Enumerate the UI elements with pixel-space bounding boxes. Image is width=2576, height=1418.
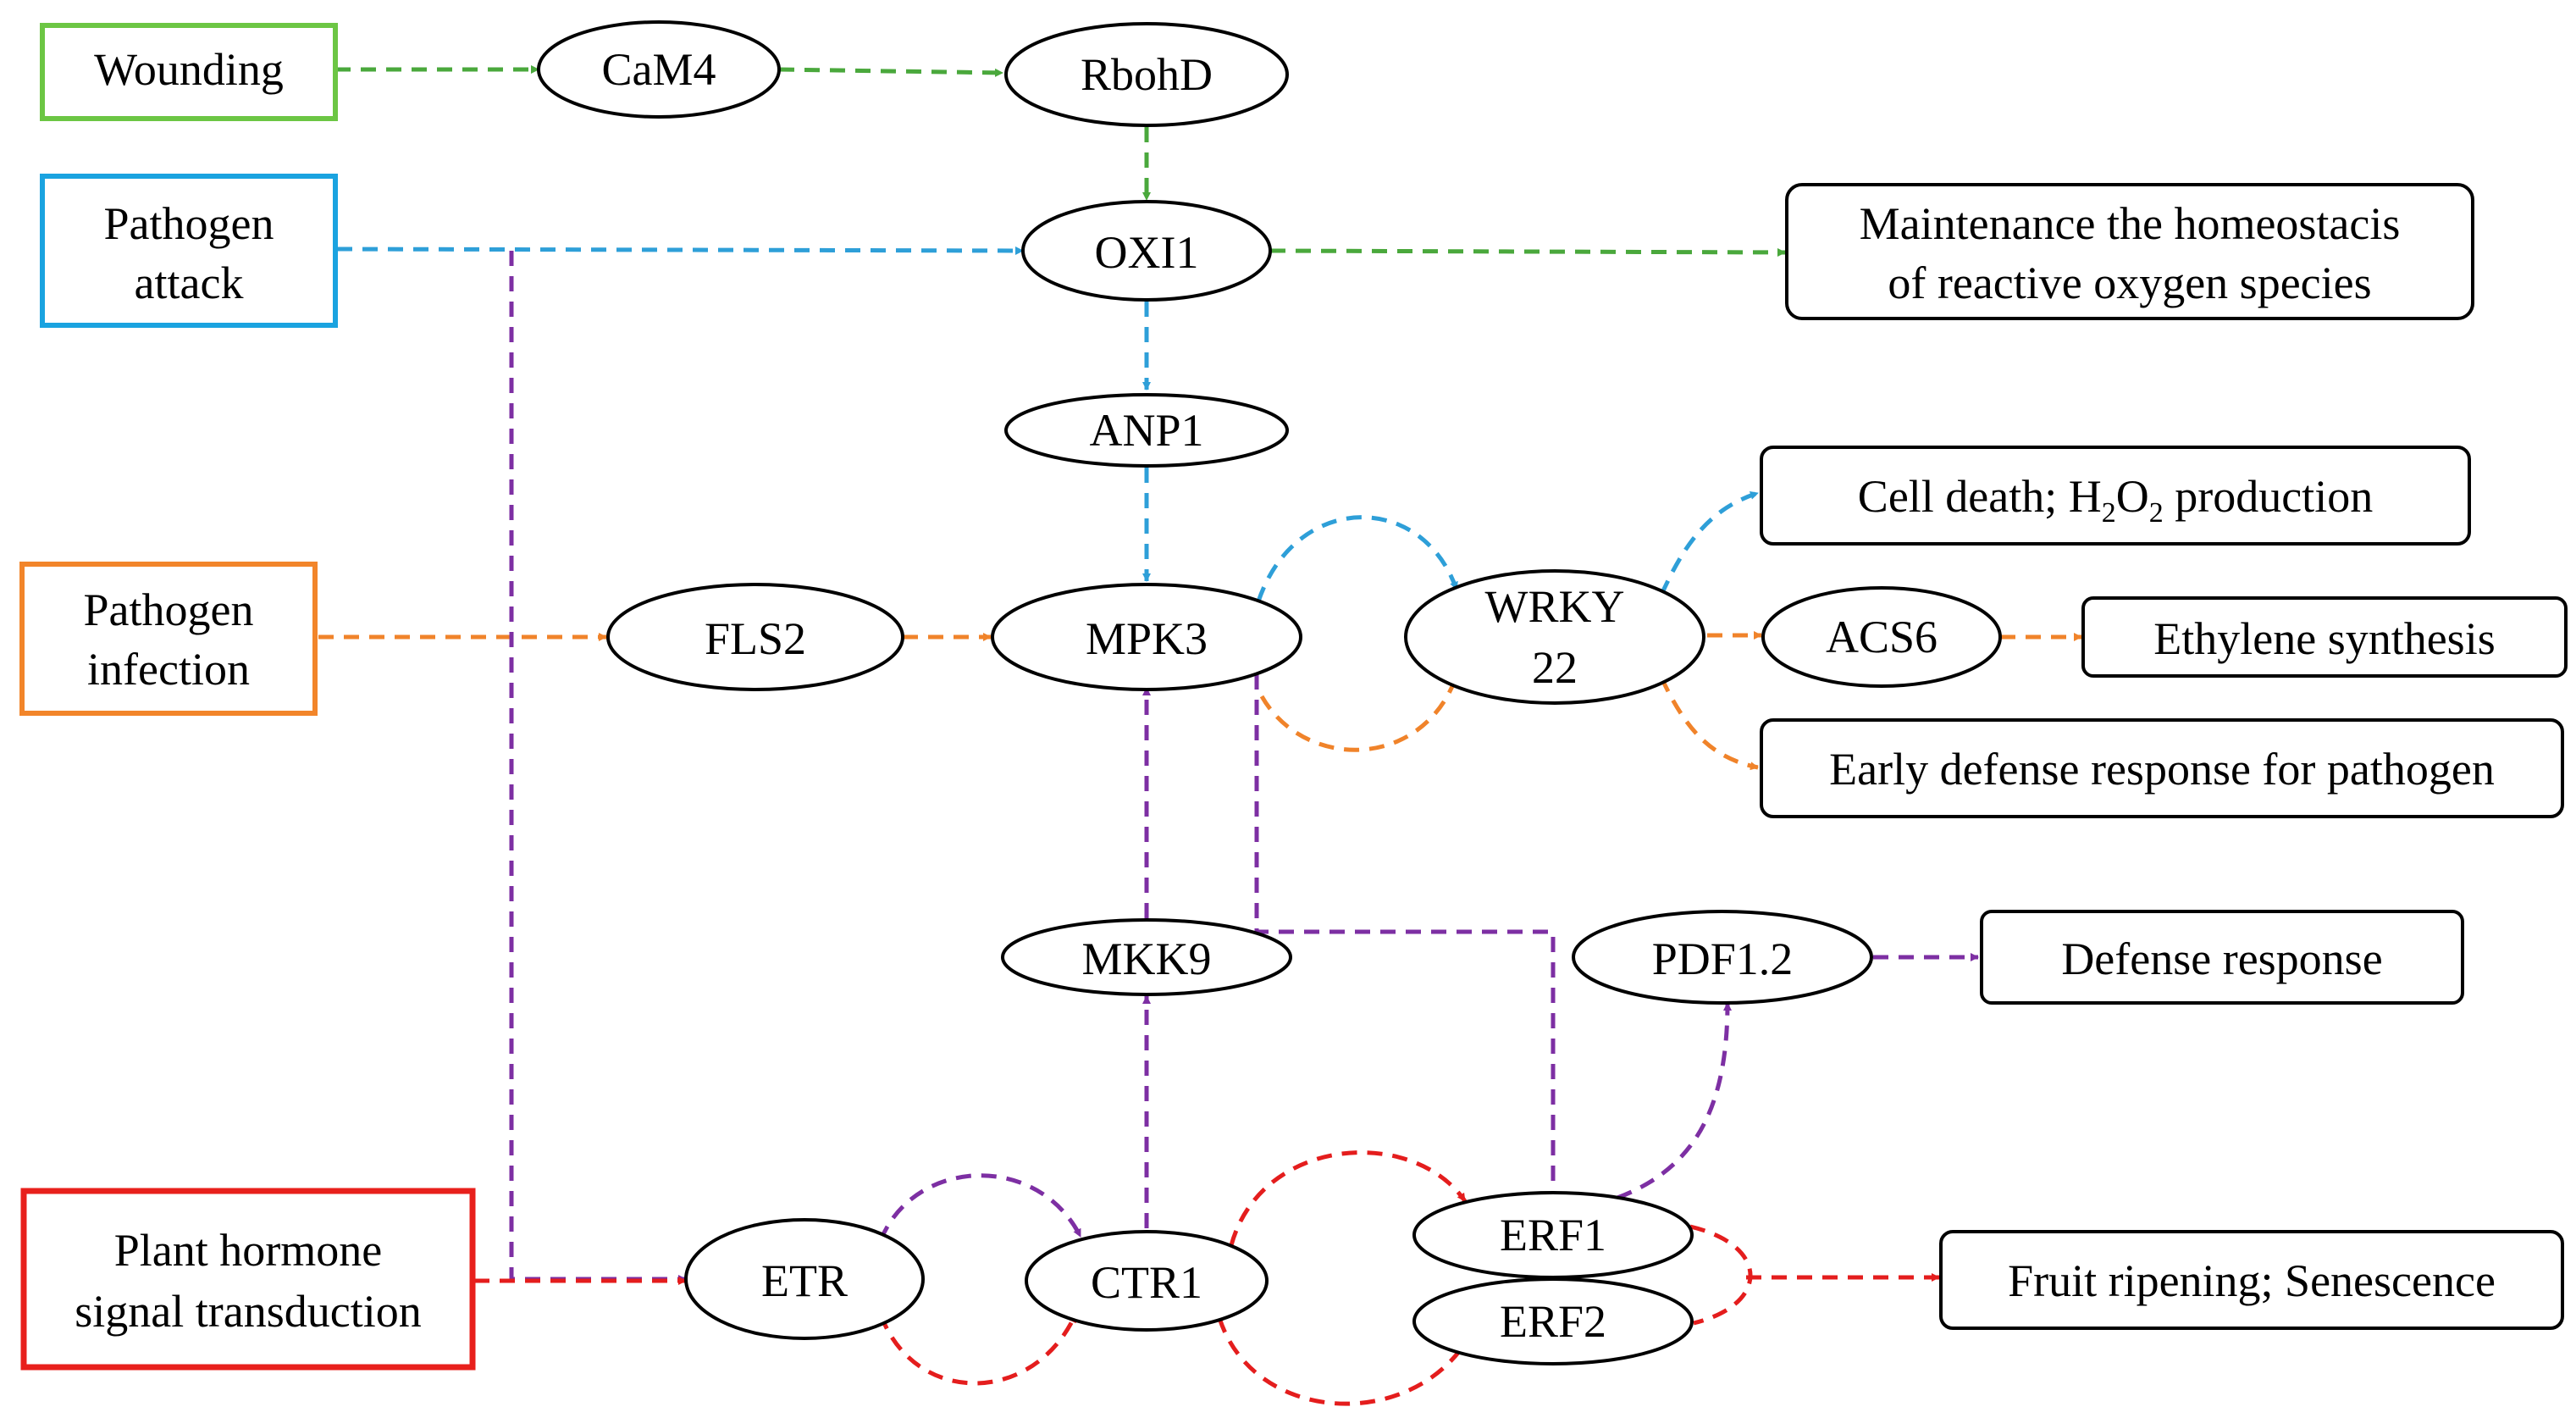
outcome-ros-line2: of reactive oxygen species — [1888, 258, 2371, 308]
node-mpk3-label: MPK3 — [1086, 613, 1208, 664]
node-rbohd — [1004, 22, 1289, 127]
node-oxi1 — [1021, 200, 1272, 302]
node-ctr1-label: CTR1 — [1091, 1257, 1202, 1308]
node-wrky22-label-line2: 22 — [1532, 642, 1578, 693]
outcome-defense-label: Defense response — [2061, 933, 2382, 984]
arrow-mpk3-wrky22-bottom — [1259, 675, 1459, 752]
arrow-pathogen-attack-oxi1 — [336, 246, 1024, 255]
stimulus-pathogen-infection-line2: infection — [87, 644, 250, 695]
arrow-wrky22-earlydefense — [1659, 676, 1759, 771]
node-anp1 — [1004, 393, 1289, 468]
outcome-cell-death-label: Cell death; H2O2 production — [1858, 471, 2373, 529]
node-etr-label: ETR — [761, 1255, 848, 1306]
arrow-oxi1-ros — [1269, 247, 1786, 257]
node-acs6 — [1761, 586, 2002, 688]
outcome-early-defense-box — [1760, 718, 2564, 818]
arrow-cam4-rbohd — [778, 67, 1003, 77]
node-etr — [684, 1218, 925, 1340]
stimulus-plant-hormone-line2: signal transduction — [75, 1286, 421, 1337]
arrow-mpk3-erf1 — [1254, 674, 1557, 1204]
outcome-ethylene-box — [2081, 596, 2568, 678]
stimulus-pathogen-attack: Pathogen attack — [40, 174, 338, 328]
node-wrky22 — [1404, 569, 1705, 705]
node-fls2 — [606, 583, 904, 691]
node-pdf12-label: PDF1.2 — [1652, 933, 1794, 984]
stimulus-plant-hormone: Plant hormone signal transduction — [20, 1188, 476, 1371]
node-rbohd-label: RbohD — [1081, 49, 1213, 100]
arrow-erf-fruit — [1689, 1224, 1939, 1326]
arrow-ctr1-erf1 — [1229, 1150, 1468, 1246]
node-erf2 — [1412, 1277, 1694, 1365]
node-cam4-label: CaM4 — [602, 44, 716, 95]
node-anp1-label: ANP1 — [1089, 405, 1203, 456]
node-fls2-label: FLS2 — [705, 613, 806, 664]
outcome-ros-line1: Maintenance the homeostacis — [1860, 198, 2401, 249]
node-oxi1-label: OXI1 — [1095, 227, 1199, 278]
stimulus-pathogen-attack-line2: attack — [135, 258, 244, 308]
node-erf1-label: ERF1 — [1500, 1210, 1606, 1260]
node-erf2-label: ERF2 — [1500, 1296, 1606, 1347]
stimulus-wounding: Wounding — [40, 23, 338, 121]
arrow-erf1-pdf12 — [1617, 1002, 1732, 1200]
arrow-pathogen-attack-etr — [509, 251, 687, 1283]
arrow-etr-ctr1-bottom — [878, 1313, 1078, 1386]
node-wrky22-label-line1: WRKY — [1485, 581, 1625, 632]
arrow-mpk3-wrky22-top — [1256, 515, 1459, 602]
arrow-ctr1-erf2 — [1217, 1317, 1468, 1406]
node-mpk3 — [991, 583, 1302, 691]
stimulus-pathogen-attack-line1: Pathogen — [104, 198, 274, 249]
outcome-fruit-label: Fruit ripening; Senescence — [2008, 1255, 2496, 1306]
node-acs6-label: ACS6 — [1826, 612, 1938, 662]
node-ctr1 — [1025, 1230, 1269, 1332]
node-pdf12 — [1572, 910, 1873, 1005]
node-mkk9-label: MKK9 — [1081, 933, 1211, 984]
node-cam4 — [537, 20, 781, 119]
stimulus-pathogen-infection-line1: Pathogen — [84, 584, 254, 635]
outcome-cell-death-box — [1760, 446, 2471, 546]
arrow-wrky22-celldeath — [1659, 490, 1759, 596]
outcome-fruit-box — [1939, 1230, 2564, 1330]
stimulus-pathogen-infection: Pathogen infection — [19, 562, 318, 716]
node-mkk9 — [1001, 918, 1292, 996]
stimulus-wounding-label: Wounding — [94, 44, 284, 95]
arrow-etr-ctr1 — [878, 1173, 1083, 1241]
outcome-early-defense-label: Early defense response for pathogen — [1829, 744, 2495, 795]
stimulus-plant-hormone-line1: Plant hormone — [114, 1225, 382, 1276]
outcome-ros-box — [1785, 183, 2474, 320]
outcome-defense-box — [1980, 910, 2464, 1005]
outcome-ethylene-label: Ethylene synthesis — [2153, 613, 2495, 664]
